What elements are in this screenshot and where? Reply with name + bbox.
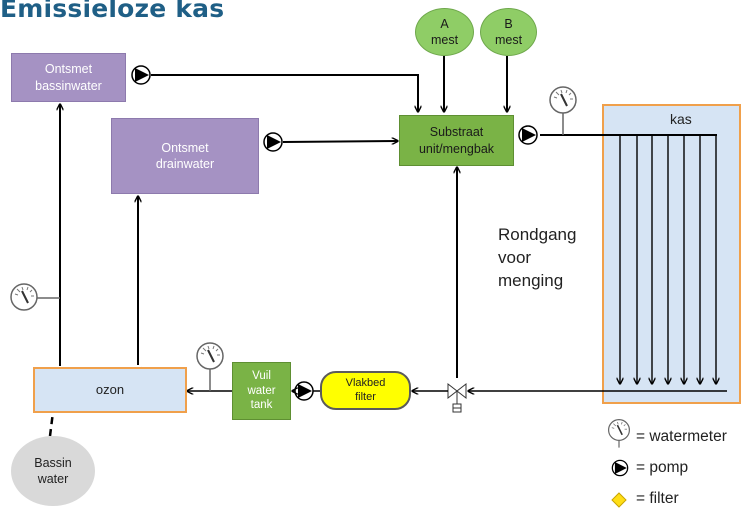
rondgang-note: Rondgang voor menging: [498, 225, 577, 290]
legend-pump-label: = pomp: [636, 459, 689, 476]
a-mest-circle: A mest: [415, 8, 474, 56]
legend-pump-icon: [611, 459, 629, 477]
drainwater-to-substraat-line: [282, 141, 398, 142]
kas-panel: [602, 104, 741, 404]
legend-watermeter-icon: [607, 418, 631, 448]
legend-filter-label: = filter: [636, 490, 679, 507]
pump-icon: [131, 65, 151, 85]
legend-filter-icon: [611, 492, 627, 508]
pump-icon: [294, 381, 314, 401]
vuil-water-tank-box: Vuil water tank: [232, 362, 291, 420]
diagram-title: Emissieloze kas: [0, 0, 225, 23]
bassinwater-to-substraat-line: [151, 74, 418, 112]
watermeter-icon: [196, 342, 224, 370]
valve-icon: [447, 382, 467, 413]
watermeter-icon: [549, 86, 577, 114]
substraat-box: Substraat unit/mengbak: [399, 115, 514, 166]
kas-label: kas: [670, 111, 692, 127]
vlakbed-filter-box: Vlakbed filter: [320, 371, 411, 410]
kas-distribution-lines: [620, 135, 716, 384]
pump-icon: [263, 132, 283, 152]
b-mest-circle: B mest: [480, 8, 537, 56]
ontsmet-bassinwater-box: Ontsmet bassinwater: [11, 53, 126, 102]
watermeter-icon: [10, 283, 38, 311]
ontsmet-drainwater-box: Ontsmet drainwater: [111, 118, 259, 194]
pump-icon: [518, 125, 538, 145]
legend-watermeter-label: = watermeter: [636, 428, 727, 445]
bassin-water-circle: Bassin water: [11, 436, 95, 506]
ozon-box: ozon: [33, 367, 187, 413]
